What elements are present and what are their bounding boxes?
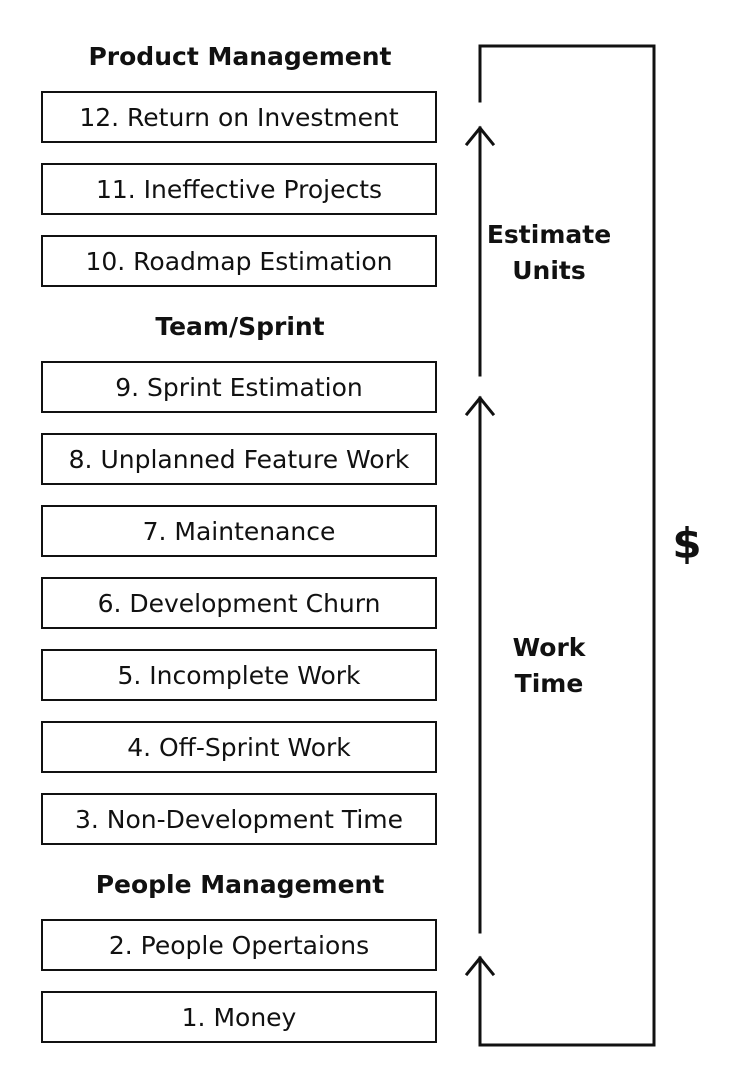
work-time-line2: Time xyxy=(514,669,584,698)
work-time-arrow-head xyxy=(464,395,496,417)
item-box-6: 6. Development Churn xyxy=(41,577,437,629)
heading-team-sprint: Team/Sprint xyxy=(155,312,325,341)
work-time-label: Work Time xyxy=(480,630,618,702)
estimate-units-label: Estimate Units xyxy=(480,217,618,289)
item-label: 8. Unplanned Feature Work xyxy=(68,444,410,474)
item-label: 7. Maintenance xyxy=(142,516,336,546)
item-box-12: 12. Return on Investment xyxy=(41,91,437,143)
heading-people-management: People Management xyxy=(95,870,385,899)
work-time-line1: Work xyxy=(512,633,586,662)
item-label: 6. Development Churn xyxy=(97,588,381,618)
item-box-2: 2. People Opertaions xyxy=(41,919,437,971)
item-box-5: 5. Incomplete Work xyxy=(41,649,437,701)
item-box-4: 4. Off-Sprint Work xyxy=(41,721,437,773)
item-label: 3. Non-Development Time xyxy=(74,804,404,834)
item-box-11: 11. Ineffective Projects xyxy=(41,163,437,215)
item-box-10: 10. Roadmap Estimation xyxy=(41,235,437,287)
heading-product-management: Product Management xyxy=(88,42,392,71)
estimate-units-arrow-head xyxy=(464,125,496,147)
arrow-head-bottom xyxy=(464,955,496,977)
item-label: 10. Roadmap Estimation xyxy=(85,246,393,276)
item-box-3: 3. Non-Development Time xyxy=(41,793,437,845)
item-label: 11. Ineffective Projects xyxy=(95,174,383,204)
item-box-9: 9. Sprint Estimation xyxy=(41,361,437,413)
estimate-units-line2: Units xyxy=(512,256,586,285)
item-label: 5. Incomplete Work xyxy=(117,660,361,690)
item-label: 1. Money xyxy=(181,1002,297,1032)
item-label: 12. Return on Investment xyxy=(79,102,399,132)
item-label: 9. Sprint Estimation xyxy=(115,372,363,402)
item-label: 4. Off-Sprint Work xyxy=(127,732,351,762)
dollar-bracket-line xyxy=(478,44,656,1047)
item-box-1: 1. Money xyxy=(41,991,437,1043)
estimate-units-line1: Estimate xyxy=(486,220,612,249)
item-label: 2. People Opertaions xyxy=(108,930,370,960)
item-box-8: 8. Unplanned Feature Work xyxy=(41,433,437,485)
dollar-label: $ xyxy=(672,519,702,568)
item-box-7: 7. Maintenance xyxy=(41,505,437,557)
